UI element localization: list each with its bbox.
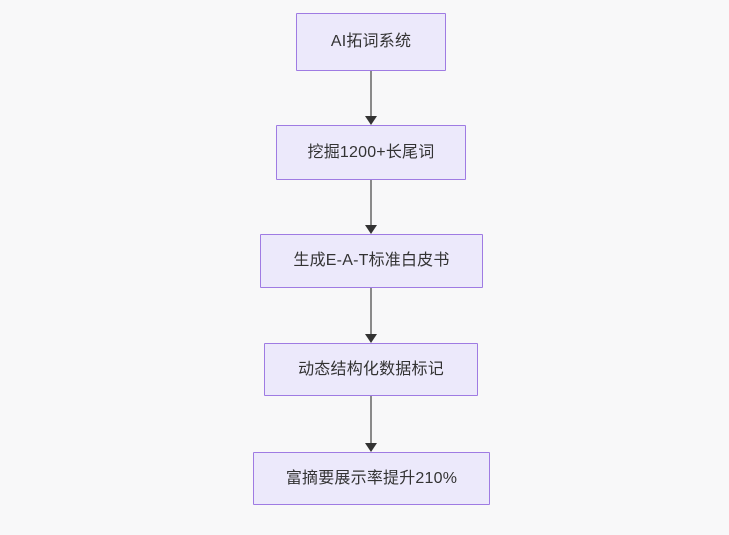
- flow-node-dynamic-structured-data-markup[interactable]: 动态结构化数据标记: [264, 343, 478, 396]
- flow-node-label: 动态结构化数据标记: [298, 360, 444, 378]
- flow-node-label: 生成E-A-T标准白皮书: [293, 252, 450, 270]
- flow-node-label: 挖掘1200+长尾词: [307, 143, 435, 161]
- arrowhead-icon: [365, 225, 377, 234]
- connector-line: [370, 71, 372, 117]
- arrowhead-icon: [365, 334, 377, 343]
- flow-node-ai-keyword-system[interactable]: AI拓词系统: [296, 13, 446, 71]
- flow-node-mine-longtail-keywords[interactable]: 挖掘1200+长尾词: [276, 125, 466, 180]
- connector-n4-n5: [359, 396, 383, 452]
- connector-n2-n3: [359, 180, 383, 234]
- connector-line: [370, 396, 372, 444]
- flow-node-rich-snippet-impression-lift[interactable]: 富摘要展示率提升210%: [253, 452, 490, 505]
- connector-line: [370, 180, 372, 226]
- connector-n3-n4: [359, 288, 383, 343]
- flow-node-label: AI拓词系统: [330, 33, 412, 51]
- arrowhead-icon: [365, 443, 377, 452]
- flow-node-label: 富摘要展示率提升210%: [285, 469, 458, 487]
- connector-n1-n2: [359, 71, 383, 125]
- connector-line: [370, 288, 372, 335]
- flow-node-generate-eat-whitepaper[interactable]: 生成E-A-T标准白皮书: [260, 234, 483, 288]
- arrowhead-icon: [365, 116, 377, 125]
